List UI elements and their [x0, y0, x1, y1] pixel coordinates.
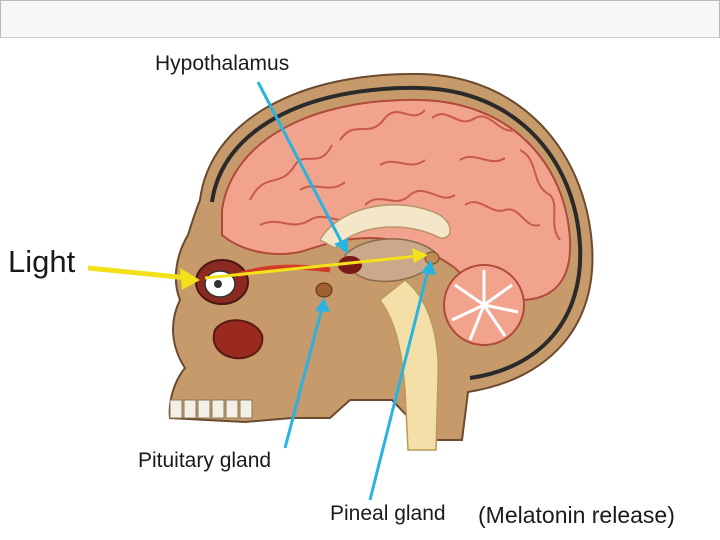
pineal-structure	[425, 252, 439, 264]
light-arrow-shaft	[88, 268, 188, 278]
pineal-gland-label: Pineal gland	[330, 502, 446, 526]
pituitary-structure	[316, 283, 332, 297]
nasal-cavity	[214, 320, 263, 358]
pituitary-gland-label: Pituitary gland	[138, 449, 271, 473]
pupil	[214, 280, 222, 288]
light-label: Light	[8, 244, 75, 280]
melatonin-release-label: (Melatonin release)	[478, 502, 675, 529]
hypothalamus-label: Hypothalamus	[155, 52, 289, 76]
